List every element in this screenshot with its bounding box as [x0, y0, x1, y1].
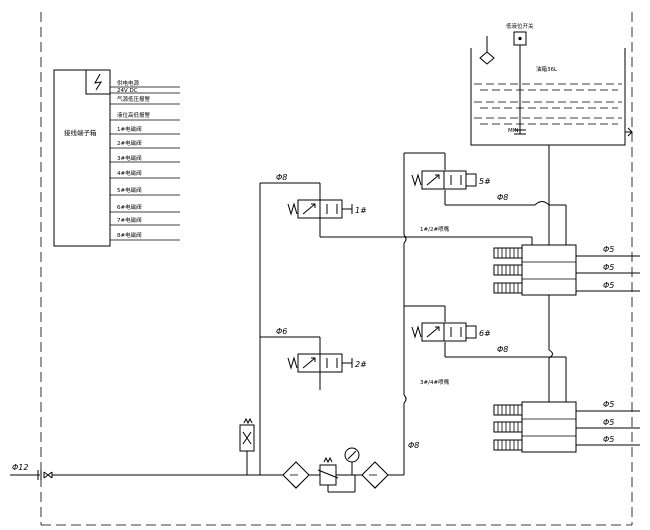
terminal-row-label: 供电电源: [117, 79, 140, 87]
terminal-row-label: 气源低压报警: [117, 95, 151, 103]
spring-icon: [287, 202, 298, 216]
mixing-block-body: [521, 401, 577, 453]
level-switch-icon: [518, 36, 522, 41]
valve-arrow-icon: [302, 203, 316, 215]
valve-5-label: 5#: [479, 177, 491, 186]
drain-arrow-icon: [627, 127, 633, 137]
level-sensor-label: MIN: [508, 128, 518, 134]
valve-2-label: 2#: [355, 360, 367, 369]
terminal-row-label: 液位高低报警: [117, 111, 151, 119]
regulator-spring-icon: [323, 456, 333, 464]
nozzle-pipe-label: Φ5: [603, 263, 614, 272]
nozzle-pipe-label: Φ5: [603, 245, 614, 254]
inlet-connector-icon: [37, 470, 42, 480]
upper-nozzle-group-label: 1#/2#喷嘴: [420, 225, 450, 233]
terminal-row-label: 24V DC: [117, 88, 138, 94]
oil-tank: 油箱36L 低液位开关 MIN: [470, 22, 633, 152]
pipe-crossover: [403, 234, 407, 244]
regulator-box: [319, 464, 337, 486]
solenoid-valve-1: 1#: [287, 183, 367, 225]
nozzle-pipe-label: Φ5: [603, 418, 614, 427]
ball-valve-icon: [43, 471, 53, 479]
boundary-frame: [40, 12, 633, 526]
solenoid-coil: [465, 173, 477, 187]
solenoid-valve-5: 5#: [411, 170, 491, 190]
pressure-switch-spring-icon: [243, 417, 253, 425]
pipe-crossover: [403, 394, 407, 404]
tank-walls: [470, 48, 626, 146]
valve-6-label: 6#: [479, 329, 491, 338]
terminal-row-label: 8#电磁阀: [117, 231, 142, 239]
spring-icon: [411, 325, 422, 339]
terminal-row-label: 5#电磁阀: [117, 186, 142, 194]
valve-arrow-icon: [426, 174, 440, 186]
lower-nozzle-group-label: 3#/4#喷嘴: [420, 378, 450, 386]
tank-liquid-lines: [474, 83, 622, 125]
upper-valve-outlet-label: Φ8: [497, 193, 508, 202]
upper-mixing-block: Φ5 Φ5 Φ5: [493, 244, 640, 296]
lower-branch-pipe-label: Φ6: [276, 327, 287, 336]
terminal-row-label: 7#电磁阀: [117, 216, 142, 224]
terminal-row-label: 1#电磁阀: [117, 125, 142, 133]
main-riser-pipe-label: Φ8: [408, 441, 419, 450]
valve-arrow-icon: [426, 326, 440, 338]
solenoid-valve-6: 6#: [411, 322, 491, 342]
breather-icon: [479, 36, 495, 65]
terminal-row-label: 2#电磁阀: [117, 139, 142, 147]
terminal-box: 接线端子箱 供电电源 24V DC 气源低压报警 液位高低报警 1#电磁阀 2#…: [53, 69, 180, 247]
air-supply: Φ12: [10, 417, 404, 493]
terminal-row-label: 3#电磁阀: [117, 154, 142, 162]
lower-mixing-block: Φ5 Φ5 Φ5: [493, 400, 640, 453]
nozzle-pipe-label: Φ5: [603, 281, 614, 290]
terminal-box-title: 接线端子箱: [64, 128, 97, 137]
pressure-switch-icon: [242, 431, 252, 445]
valve-arrow-icon: [302, 357, 316, 369]
solenoid-coil: [465, 325, 477, 339]
tank-label: 油箱36L: [536, 65, 558, 73]
solenoid-valve-2: 2#: [287, 337, 367, 378]
lower-valve-outlet-label: Φ8: [497, 345, 508, 354]
nozzle-connector: [493, 264, 523, 276]
pipe-network: Φ8 Φ6 Φ8 Φ8 1#/2#喷嘴: [259, 152, 567, 475]
terminal-row-label: 4#电磁阀: [117, 169, 142, 177]
nozzle-pipe-label: Φ5: [603, 400, 614, 409]
nozzle-connector: [493, 421, 523, 433]
nozzle-connector: [493, 247, 523, 259]
nozzle-connector: [493, 404, 523, 416]
pipe-crossover: [534, 201, 550, 206]
lightning-icon: [94, 73, 103, 91]
valve-1-label: 1#: [355, 206, 367, 215]
level-switch-label: 低液位开关: [506, 22, 534, 30]
terminal-row-label: 6#电磁阀: [117, 203, 142, 211]
nozzle-connector: [493, 439, 523, 451]
drain-port-icon: [624, 128, 632, 137]
inlet-pipe-label: Φ12: [12, 463, 28, 472]
terminal-rows: [110, 86, 180, 241]
nozzle-connector: [493, 282, 523, 294]
spring-icon: [411, 173, 422, 187]
spring-icon: [287, 356, 298, 370]
upper-branch-pipe-label: Φ8: [276, 173, 287, 182]
terminal-box-frame: [53, 69, 111, 247]
mixing-block-body: [521, 244, 577, 296]
nozzle-pipe-label: Φ5: [603, 435, 614, 444]
